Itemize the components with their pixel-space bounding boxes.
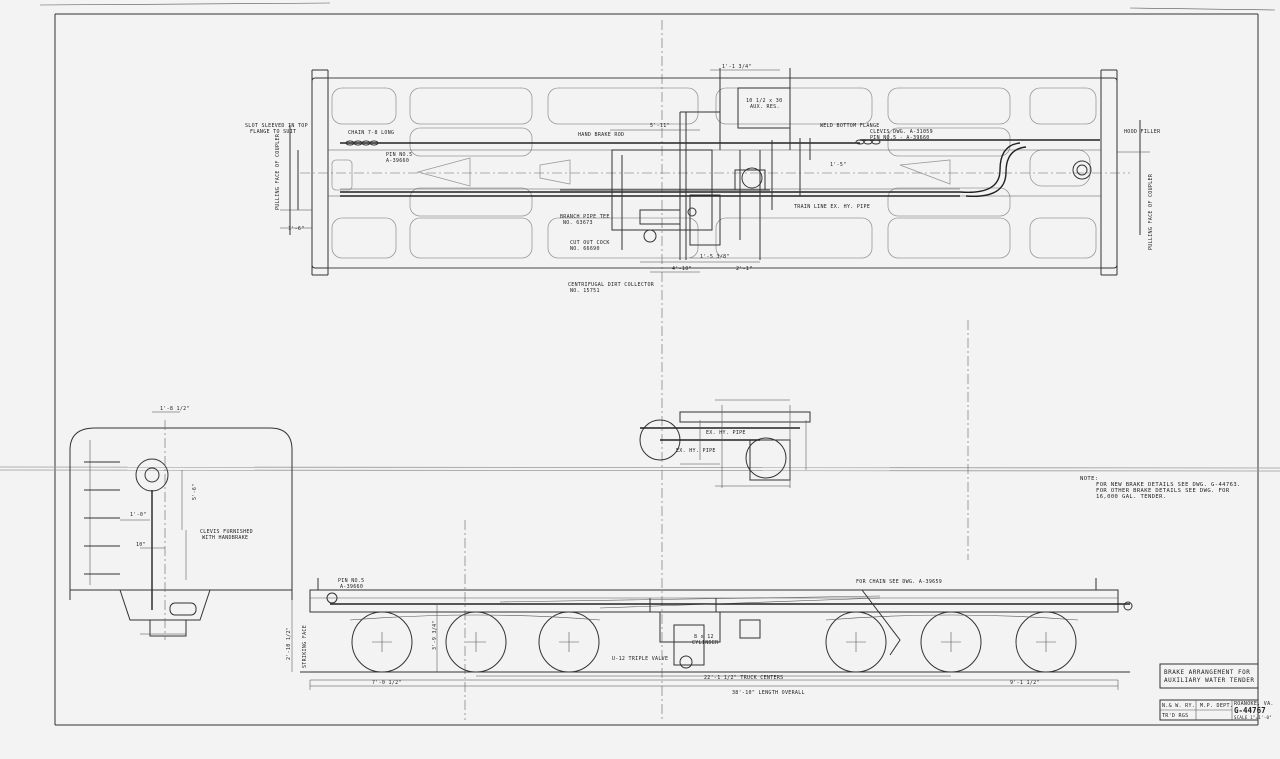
plan-view-labels: SLOT SLEEVED IN TOP FLANGE TO SUIT CHAIN… [245, 64, 1161, 294]
dim-top-f: 1'-5" [830, 162, 847, 168]
callout-ex-hy-pipe-1: EX. HY. PIPE [706, 430, 746, 436]
side-elevation: PIN NO.5 A-39660 FOR CHAIN SEE DWG. A-39… [286, 578, 1133, 696]
callout-centrifugal-2: NO. 15751 [570, 288, 600, 294]
callout-pulling-face-left: PULLING FACE OF COUPLER [275, 133, 281, 210]
drawing-number: G-44767 [1234, 706, 1266, 715]
callout-pin-ref: A-39660 [386, 158, 409, 164]
title-dept: M.P. DEPT. [1200, 703, 1233, 709]
title-line-2: AUXILIARY WATER TENDER [1164, 677, 1254, 684]
callout-striking-face: STRIKING FACE [302, 625, 308, 668]
callout-cylinder-1: 8 x 12 [694, 634, 714, 640]
sheet-border [0, 2, 1280, 726]
callout-pin-no: PIN NO.5 [386, 152, 412, 158]
callout-clevis-furnished-1: CLEVIS FURNISHED [200, 529, 253, 535]
callout-branch-pipe-tee-2: NO. 63673 [563, 220, 593, 226]
dim-top-g: 1'-6" [288, 226, 305, 232]
end-view: CLEVIS FURNISHED WITH HANDBRAKE 1'-8 1/2… [69, 406, 293, 640]
detail-view: EX. HY. PIPE EX. HY. PIPE [639, 399, 811, 488]
callout-pin-ref-side: A-39660 [340, 584, 363, 590]
note-line-2: FOR OTHER BRAKE DETAILS SEE DWG. FOR [1096, 488, 1230, 494]
title-location: ROANOKE, VA. [1234, 701, 1274, 707]
dim-top-a: 1'-1 3/4" [722, 64, 752, 70]
callout-pin-no-side: PIN NO.5 [338, 578, 364, 584]
dim-top-e: 1'-5 3/8" [700, 254, 730, 260]
title-block: BRAKE ARRANGEMENT FOR AUXILIARY WATER TE… [1159, 663, 1274, 721]
note-line-3: 16,000 GAL. TENDER. [1096, 494, 1167, 500]
plan-view [280, 68, 1150, 276]
callout-triple-valve: U-12 TRIPLE VALVE [612, 656, 668, 662]
title-drawn: N.& W. RY. [1162, 703, 1195, 709]
callout-slot-1: SLOT SLEEVED IN TOP [245, 123, 308, 129]
callout-chain: CHAIN 7-8 LONG [348, 130, 394, 136]
dim-end-c: 10" [136, 542, 146, 548]
notes-block: NOTE: FOR NEW BRAKE DETAILS SEE DWG. G-4… [1080, 476, 1241, 500]
dim-end-b: 1'-0" [130, 512, 147, 518]
dim-end-a: 1'-8 1/2" [160, 406, 190, 412]
dim-left-overhang: 7'-0 1/2" [372, 680, 402, 686]
dim-rail-height: 2'-10 1/2" [286, 627, 292, 660]
title-traced: TR'D RGS [1162, 713, 1188, 719]
dim-overall: 38'-10" LENGTH OVERALL [732, 690, 805, 696]
callout-cutout-cock-1: CUT OUT COCK [570, 240, 610, 246]
note-line-1: FOR NEW BRAKE DETAILS SEE DWG. G-44763. [1096, 482, 1241, 488]
callout-clevis-furnished-2: WITH HANDBRAKE [202, 535, 248, 541]
callout-train-line: TRAIN LINE EX. HY. PIPE [794, 204, 870, 210]
callout-ex-hy-pipe-2: EX. HY. PIPE [676, 448, 716, 454]
callout-pulling-face-right: PULLING FACE OF COUPLER [1148, 173, 1154, 250]
callout-for-chain: FOR CHAIN SEE DWG. A-39659 [856, 579, 942, 585]
callout-slot-2: FLANGE TO SUIT [250, 129, 296, 135]
dim-right-overhang: 9'-1 1/2" [1010, 680, 1040, 686]
callout-branch-pipe-tee-1: BRANCH PIPE TEE [560, 214, 610, 220]
callout-clevis-dwg-1: CLEVIS DWG. A-31059 [870, 129, 933, 135]
title-line-1: BRAKE ARRANGEMENT FOR [1164, 669, 1250, 676]
callout-aux-res-1: 10 1/2 x 30 [746, 98, 782, 104]
callout-hand-brake-rod: HAND BRAKE ROD [578, 132, 624, 138]
dim-end-height: 5'-6" [192, 483, 198, 500]
callout-cylinder-2: CYLINDER [692, 640, 719, 646]
callout-cutout-cock-2: NO. 66690 [570, 246, 600, 252]
dim-truck-centers: 22'-1 1/2" TRUCK CENTERS [704, 675, 783, 681]
callout-aux-res-2: AUX. RES. [750, 104, 780, 110]
callout-centrifugal-1: CENTRIFUGAL DIRT COLLECTOR [568, 282, 655, 288]
dim-top-d: 2'-1" [736, 266, 753, 272]
callout-weld-bottom-flange: WELD BOTTOM FLANGE [820, 123, 880, 129]
dim-top-b: 5'-11" [650, 123, 670, 129]
title-scale: SCALE 1"=1'-0" [1234, 715, 1272, 720]
note-heading: NOTE: [1080, 476, 1099, 482]
callout-clevis-dwg-2: PIN NO.5 - A-39660 [870, 135, 930, 141]
dim-height-side: 3'-9 3/4" [432, 620, 438, 650]
callout-hood-filler: HOOD FILLER [1124, 129, 1161, 135]
dim-top-c: 4'-10" [672, 266, 692, 272]
